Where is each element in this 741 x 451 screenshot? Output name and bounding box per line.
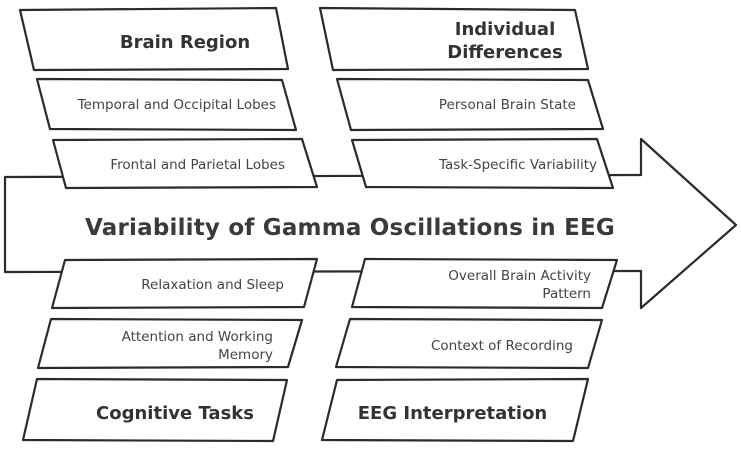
box-overall-activity	[350, 257, 619, 310]
cause-attention-working-memory: Attention and Working Memory	[121, 329, 273, 363]
box-individual-differences-heading	[318, 6, 590, 72]
cause-overall-brain-activity: Overall Brain Activity Pattern	[448, 268, 591, 302]
heading-brain-region: Brain Region	[119, 31, 251, 53]
heading-eeg-interpretation: EEG Interpretation	[357, 402, 548, 424]
box-context-recording	[334, 317, 604, 370]
cause-relaxation-sleep: Relaxation and Sleep	[141, 277, 284, 293]
heading-cognitive-tasks: Cognitive Tasks	[96, 402, 254, 424]
cause-task-specific-variability: Task-Specific Variability	[439, 157, 597, 173]
box-frontal-parietal	[51, 137, 319, 190]
box-relaxation-sleep	[50, 257, 319, 310]
heading-individual-differences: Individual Differences	[447, 19, 563, 63]
cause-frontal-parietal: Frontal and Parietal Lobes	[110, 157, 285, 173]
diagram-title: Variability of Gamma Oscillations in EEG	[85, 215, 615, 241]
cause-context-of-recording: Context of Recording	[430, 338, 573, 354]
box-eeg-interpretation-heading	[320, 377, 590, 443]
cause-temporal-occipital: Temporal and Occipital Lobes	[77, 97, 276, 113]
box-cognitive-tasks-heading	[21, 377, 289, 443]
box-attention-memory	[36, 317, 304, 370]
box-temporal-occipital	[35, 77, 298, 132]
cause-personal-brain-state: Personal Brain State	[438, 97, 576, 113]
box-task-specific	[350, 137, 615, 190]
box-personal-brain-state	[335, 77, 605, 132]
box-brain-region-heading	[18, 6, 290, 72]
